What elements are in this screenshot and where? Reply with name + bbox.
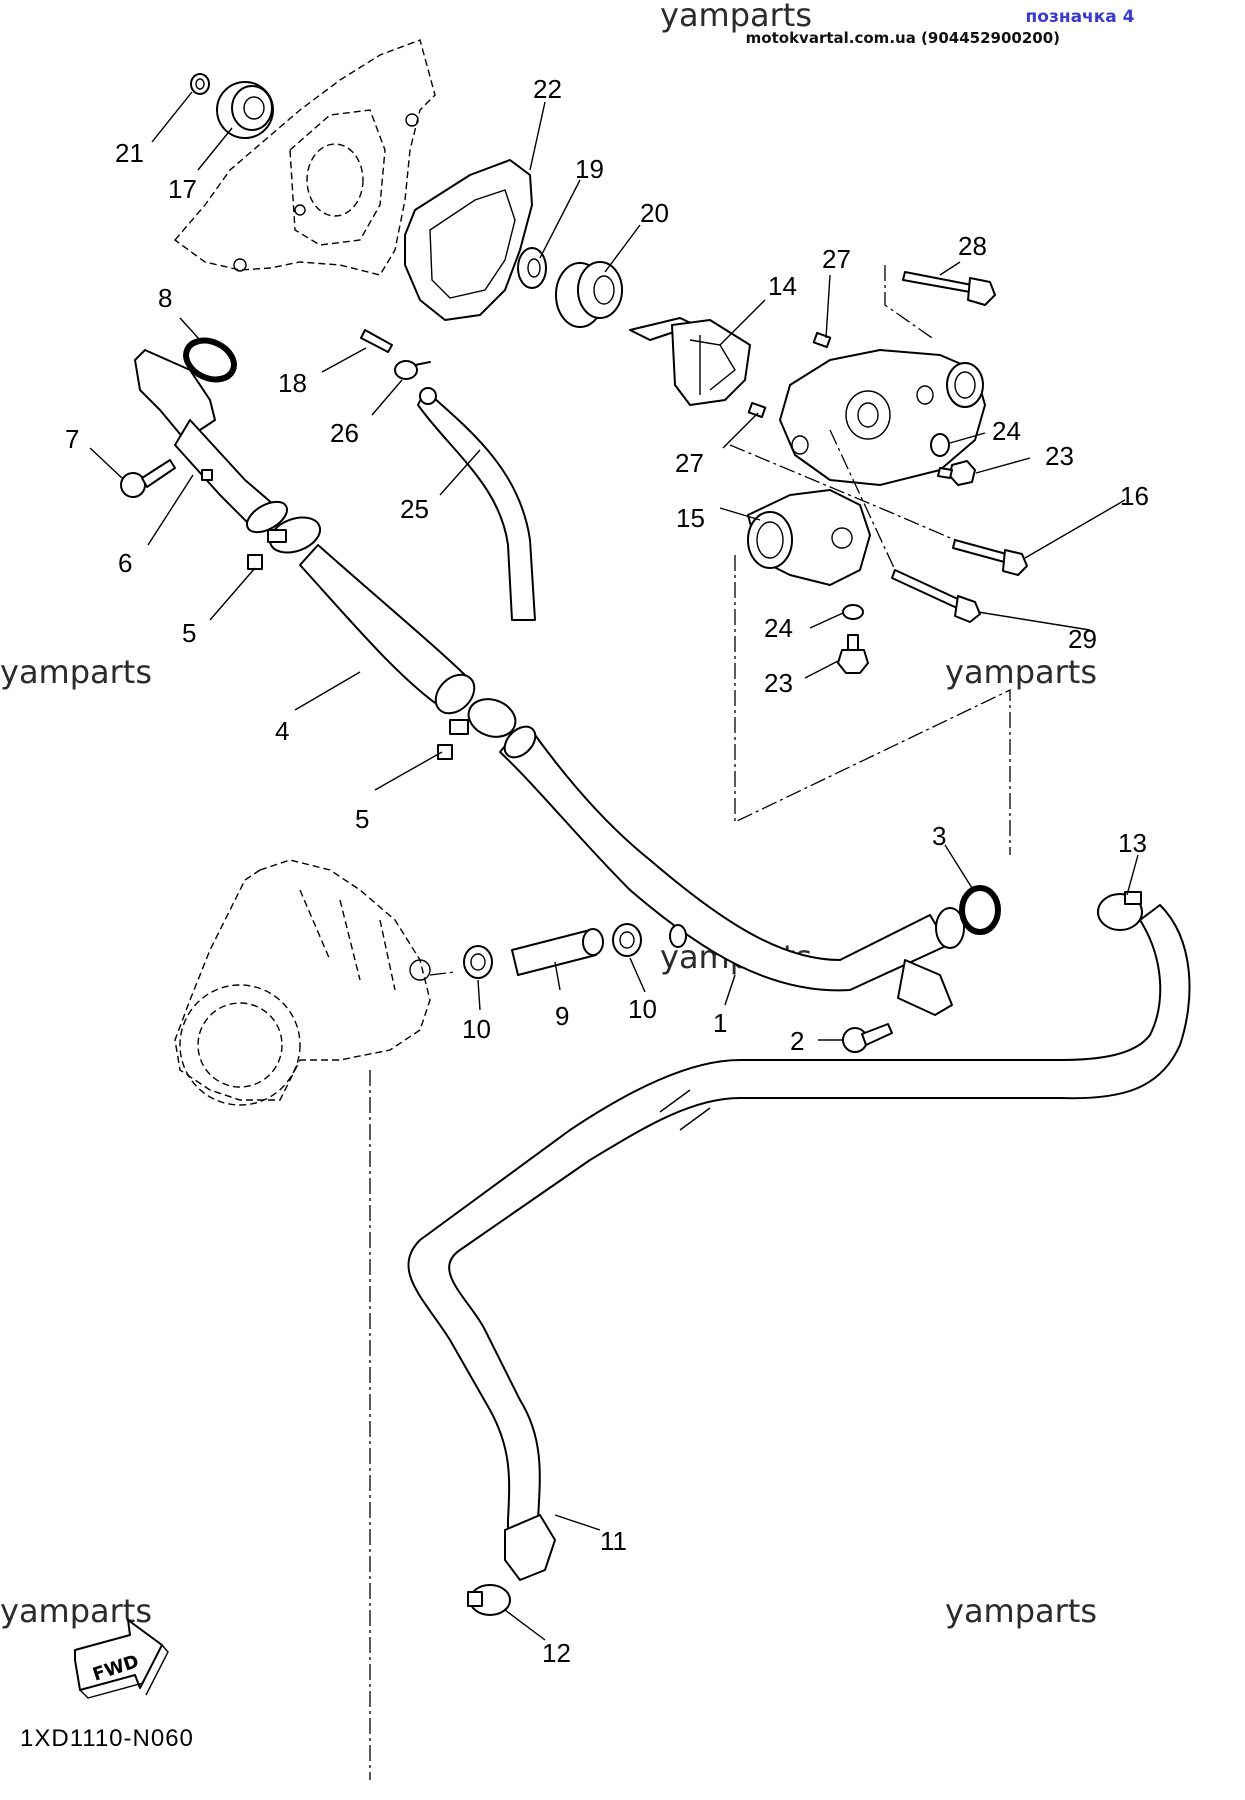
union-10: [612, 923, 642, 957]
callout: 13: [1118, 828, 1147, 858]
callout: 21: [115, 138, 144, 168]
diagram-code: 1XD1110-N060: [20, 1725, 194, 1752]
header-label: позначка 4: [1026, 7, 1135, 27]
clamp-5: [247, 516, 322, 570]
callout: 27: [822, 244, 851, 274]
clip-21: [190, 73, 210, 95]
callout: 8: [158, 283, 172, 313]
callout: 12: [542, 1638, 571, 1668]
fwd-arrow: FWD: [74, 1619, 169, 1699]
bolt-23: [837, 634, 869, 674]
callout: 7: [65, 424, 79, 454]
watermark: yamparts: [0, 1592, 152, 1630]
callout: 17: [168, 174, 197, 204]
bolt-2: [842, 1023, 893, 1053]
bolt-28: [902, 271, 996, 306]
bolt-23: [937, 460, 976, 486]
callout: 24: [764, 613, 793, 643]
clamp-12: [467, 1584, 511, 1616]
callout: 5: [182, 618, 196, 648]
callout: 1: [713, 1008, 727, 1038]
hose-25: [417, 389, 536, 621]
gasket-22: [404, 159, 533, 321]
union-10: [463, 945, 493, 979]
watermark: yamparts: [0, 653, 152, 691]
clamp-13: [1097, 891, 1143, 931]
crankcase-cover-outline: [173, 39, 436, 276]
callout: 27: [675, 448, 704, 478]
callout: 10: [462, 1014, 491, 1044]
callout: 23: [764, 668, 793, 698]
bolt-29: [891, 569, 981, 623]
watermark: yamparts: [660, 0, 812, 34]
o-ring-3: [959, 885, 1001, 935]
clamp-26: [394, 360, 431, 380]
callout: 19: [575, 154, 604, 184]
dowel-pin-27: [812, 331, 832, 349]
callout: 14: [768, 271, 797, 301]
o-ring-8: [183, 337, 237, 383]
water-pipe-1: [499, 725, 965, 1016]
bearing-17: [216, 81, 274, 139]
callout: 15: [676, 503, 705, 533]
impeller-14: [629, 317, 751, 406]
callout: 29: [1068, 624, 1097, 654]
hose-11: [407, 904, 1191, 1581]
bolt-16: [952, 539, 1028, 576]
callout: 2: [790, 1026, 804, 1056]
callout: 25: [400, 494, 429, 524]
washer-24: [930, 433, 950, 457]
callout: 11: [600, 1526, 627, 1556]
mechanical-seal-20: [555, 261, 623, 328]
outlet-6: [134, 349, 288, 534]
callout: 28: [958, 231, 987, 261]
watermark: yamparts: [945, 653, 1097, 691]
header-source: motokvartal.com.ua (904452900200): [746, 29, 1060, 47]
watermark: yamparts: [945, 1592, 1097, 1630]
pipe-9: [511, 928, 604, 976]
pin-18: [360, 329, 393, 353]
callout: 10: [628, 994, 657, 1024]
oil-filter-outline: [174, 859, 431, 1106]
washer-24: [842, 604, 864, 620]
callout: 5: [355, 804, 369, 834]
water-pump-elbow-15: [747, 489, 871, 586]
callout: 9: [555, 1001, 569, 1031]
leader-lines: [89, 91, 1139, 1641]
callout: 6: [118, 548, 132, 578]
callout: 23: [1045, 441, 1074, 471]
callout: 26: [330, 418, 359, 448]
callout: 3: [932, 821, 946, 851]
callout: 18: [278, 368, 307, 398]
callout: 20: [640, 198, 669, 228]
bolt-7: [120, 459, 176, 498]
oil-seal-19: [517, 247, 547, 289]
callout: 16: [1120, 481, 1149, 511]
clamp-5: [437, 698, 517, 760]
callout: 4: [275, 716, 289, 746]
dowel-pin-27: [747, 401, 767, 419]
callout: 24: [992, 416, 1021, 446]
callout: 22: [533, 74, 562, 104]
callout-labels: 21 17 22 19 20 8 18 26 14 27 28 7 6 5 25…: [65, 74, 1149, 1668]
